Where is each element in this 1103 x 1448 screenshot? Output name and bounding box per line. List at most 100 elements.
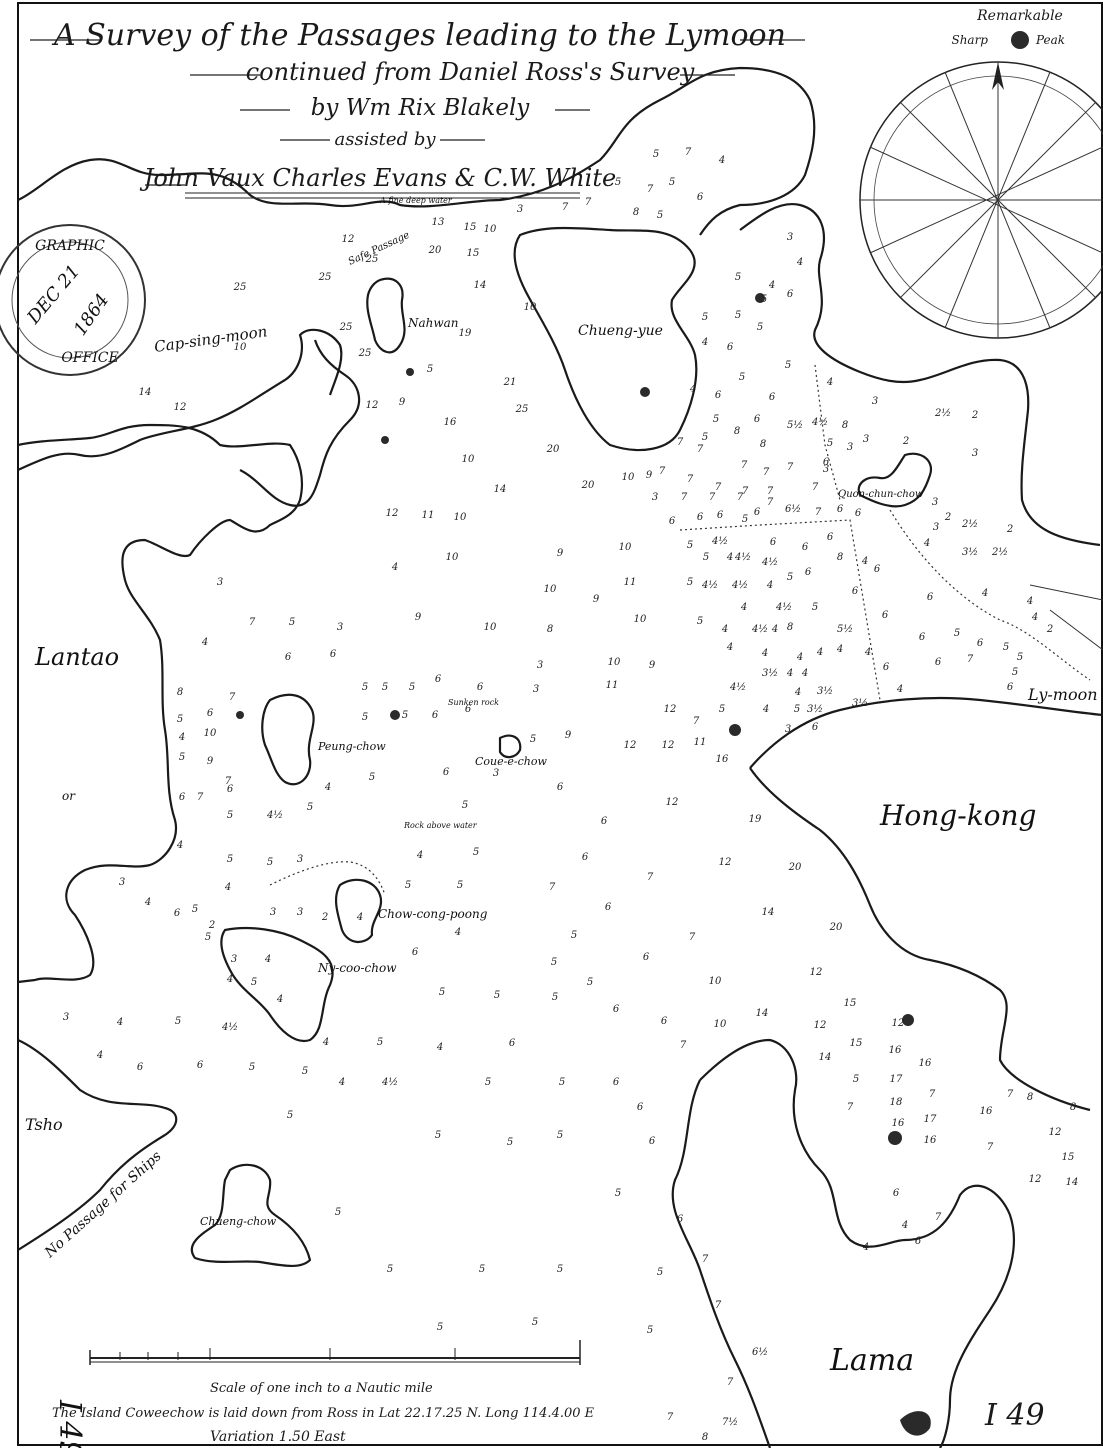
- sounding: 6: [770, 537, 777, 548]
- sounding: 6: [649, 1136, 656, 1147]
- sounding: 9: [565, 730, 572, 741]
- sounding: 5: [785, 360, 791, 371]
- sounding: 7: [647, 872, 654, 883]
- island-chueng-yue: [513, 226, 698, 452]
- label-hong-kong: Hong-kong: [879, 799, 1036, 832]
- sounding: 4: [901, 1220, 908, 1231]
- sounding: 3: [217, 577, 223, 588]
- sounding: 4: [224, 882, 231, 893]
- sounding: 11: [606, 680, 619, 691]
- sounding: 11: [422, 510, 435, 521]
- island-ny-coo-chow: [220, 926, 334, 1043]
- sounding: 4: [1031, 612, 1038, 623]
- sounding: 6: [919, 632, 926, 643]
- sounding: 18: [890, 1097, 903, 1108]
- sounding: 6: [754, 507, 761, 518]
- sounding: 5: [439, 987, 445, 998]
- sounding: 5: [251, 977, 257, 988]
- sounding: 4: [864, 647, 871, 658]
- sounding: 5: [227, 810, 233, 821]
- sounding: 5: [369, 772, 375, 783]
- sounding: 6: [802, 542, 809, 553]
- sounding: 10: [446, 552, 459, 563]
- sounding: 15: [1062, 1152, 1075, 1163]
- sounding: 6: [557, 782, 564, 793]
- sounding: 7: [197, 792, 204, 803]
- note-position: The Island Coweechow is laid down from R…: [52, 1406, 595, 1421]
- sounding: 16: [444, 417, 457, 428]
- sounding: 5: [405, 880, 411, 891]
- sounding: 6½: [752, 1347, 768, 1358]
- peak-label-1: Remarkable: [976, 8, 1063, 24]
- sounding: 7: [249, 617, 256, 628]
- island-quon-chun-chow: [857, 452, 933, 508]
- sounding: 12: [892, 1018, 905, 1029]
- sounding: 3: [119, 877, 125, 888]
- sounding: 3: [297, 907, 303, 918]
- sounding: 7: [685, 147, 692, 158]
- sounding: 2: [971, 410, 978, 421]
- sounding: 10: [619, 542, 632, 553]
- island-lama: [699, 1038, 1016, 1448]
- sounding: 12: [719, 857, 732, 868]
- margin-number: I 49: [984, 1398, 1045, 1433]
- islet-lama-north: [888, 1131, 902, 1145]
- sounding: 5: [179, 752, 185, 763]
- sounding: 8: [633, 207, 639, 218]
- sounding: 6: [179, 792, 186, 803]
- sounding: 15: [467, 248, 480, 259]
- sounding: 4: [796, 652, 803, 663]
- sounding: 5: [457, 880, 463, 891]
- sounding: 20: [546, 444, 560, 455]
- label-cap-sing-moon: Cap-sing-moon: [153, 322, 268, 356]
- sounding: 4: [768, 280, 775, 291]
- sounding: 6: [412, 947, 419, 958]
- sounding: 5: [702, 432, 708, 443]
- sounding: 7: [1007, 1089, 1014, 1100]
- note-variation: Variation 1.50 East: [210, 1429, 346, 1445]
- sounding: 6: [613, 1077, 620, 1088]
- sounding: 19: [459, 328, 472, 339]
- sounding: 4: [416, 850, 423, 861]
- sounding: 14: [756, 1008, 769, 1019]
- sounding: 3: [533, 684, 539, 695]
- sounding: 7: [715, 1300, 722, 1311]
- label-chow-cong-poong: Chow-cong-poong: [378, 907, 488, 921]
- sounding: 19: [749, 814, 762, 825]
- sounding: 5: [571, 930, 577, 941]
- sounding: 7: [787, 462, 794, 473]
- sounding: 4½: [775, 602, 792, 613]
- sounding: 5: [739, 372, 745, 383]
- label-lama: Lama: [829, 1343, 914, 1378]
- label-sunken-rock: Sunken rock: [448, 698, 499, 707]
- sounding: 7: [767, 486, 774, 497]
- sounding: 2½: [934, 408, 951, 419]
- sounding: 3: [787, 232, 793, 243]
- sounding: 4: [264, 954, 271, 965]
- sounding: 6: [197, 1060, 204, 1071]
- sounding: 7: [562, 202, 569, 213]
- sounding: 3: [337, 622, 343, 633]
- label-ny-coo-chow: Ny-coo-chow: [317, 961, 397, 975]
- sounding: 5: [435, 1130, 441, 1141]
- sounding: 12: [1049, 1127, 1062, 1138]
- sounding: 6: [330, 649, 337, 660]
- peak-label-2: Sharp: [951, 33, 988, 47]
- sounding: 25: [365, 254, 379, 265]
- sounding: 5: [647, 1325, 653, 1336]
- scale-label: Scale of one inch to a Nautic mile: [210, 1381, 433, 1396]
- sounding: 4: [454, 927, 461, 938]
- island-chueng-chow: [190, 1163, 312, 1267]
- sounding: 12: [662, 740, 675, 751]
- sounding: 7: [715, 482, 722, 493]
- sounding: 8: [734, 426, 740, 437]
- sounding: 2: [321, 912, 328, 923]
- sounding: 5: [267, 857, 273, 868]
- sounding: 4: [862, 1242, 869, 1253]
- sounding: 6: [874, 564, 881, 575]
- sounding: 4: [324, 782, 331, 793]
- sounding: 21: [503, 377, 517, 388]
- sounding: 20: [829, 922, 843, 933]
- sounding: 10: [524, 302, 537, 313]
- sounding: 4: [436, 1042, 443, 1053]
